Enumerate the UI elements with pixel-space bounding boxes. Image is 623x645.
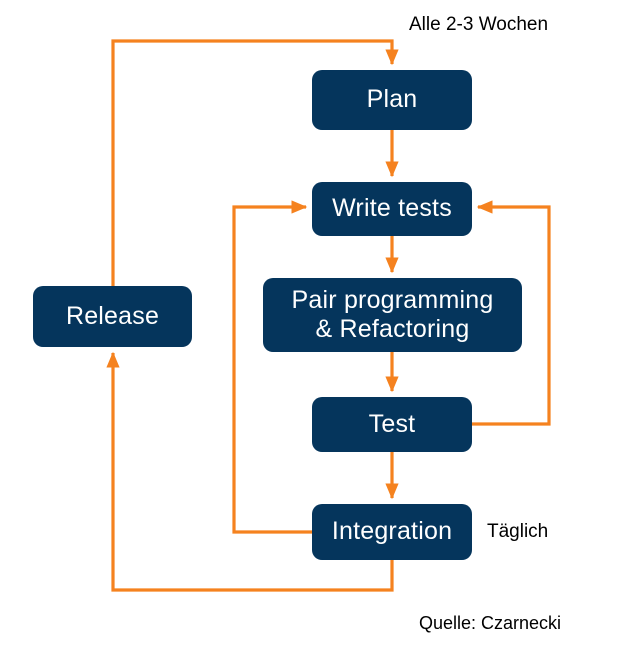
- node-plan[interactable]: Plan: [312, 70, 472, 130]
- connector-test-back-to-write-tests: [472, 200, 551, 426]
- node-write-tests[interactable]: Write tests: [312, 182, 472, 236]
- label-daily-cadence: Täglich: [487, 521, 549, 542]
- node-pair-programming[interactable]: Pair programming & Refactoring: [263, 278, 522, 352]
- connector-integration-to-release: [106, 351, 394, 592]
- label-source-attribution: Quelle: Czarnecki: [419, 613, 562, 633]
- label-iteration-cadence: Alle 2-3 Wochen: [409, 14, 549, 35]
- connector-release-to-plan: [111, 39, 399, 286]
- node-test[interactable]: Test: [312, 397, 472, 452]
- node-integration[interactable]: Integration: [312, 504, 472, 560]
- node-release[interactable]: Release: [33, 286, 192, 347]
- connector-integration-back-to-write-tests: [232, 200, 312, 534]
